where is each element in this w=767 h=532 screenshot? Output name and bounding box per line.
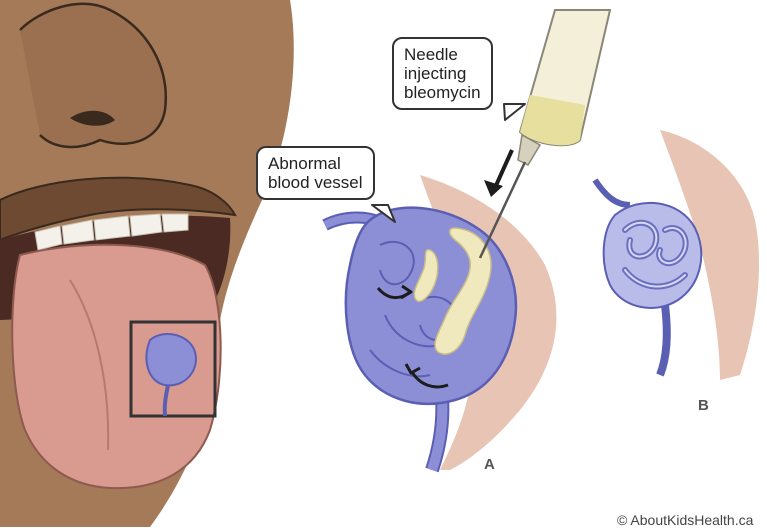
panel-b-feeder-vessel <box>595 180 630 205</box>
injection-arrow-head <box>484 180 503 197</box>
needle-label-line-3: bleomycin <box>404 83 481 102</box>
panel-b-outflow-vessel <box>660 305 667 375</box>
needle-callout-pointer <box>504 104 525 120</box>
vessel-callout: Abnormal blood vessel <box>256 146 375 200</box>
panel-b-drawing <box>595 130 759 380</box>
panel-b-label: B <box>698 397 709 414</box>
injection-arrow <box>494 150 512 190</box>
inset-vessel <box>146 334 195 385</box>
vessel-label-line-1: Abnormal <box>268 154 363 173</box>
needle-callout: Needle injecting bleomycin <box>392 37 493 110</box>
face <box>0 0 294 527</box>
needle-label-line-2: injecting <box>404 64 481 83</box>
needle-label-line-1: Needle <box>404 45 481 64</box>
vessel-label-line-2: blood vessel <box>268 173 363 192</box>
panel-a-drawing <box>325 175 556 470</box>
panel-a-label: A <box>484 456 495 473</box>
copyright-credit: © AboutKidsHealth.ca <box>617 512 753 528</box>
panel-b-vessel <box>604 203 702 308</box>
